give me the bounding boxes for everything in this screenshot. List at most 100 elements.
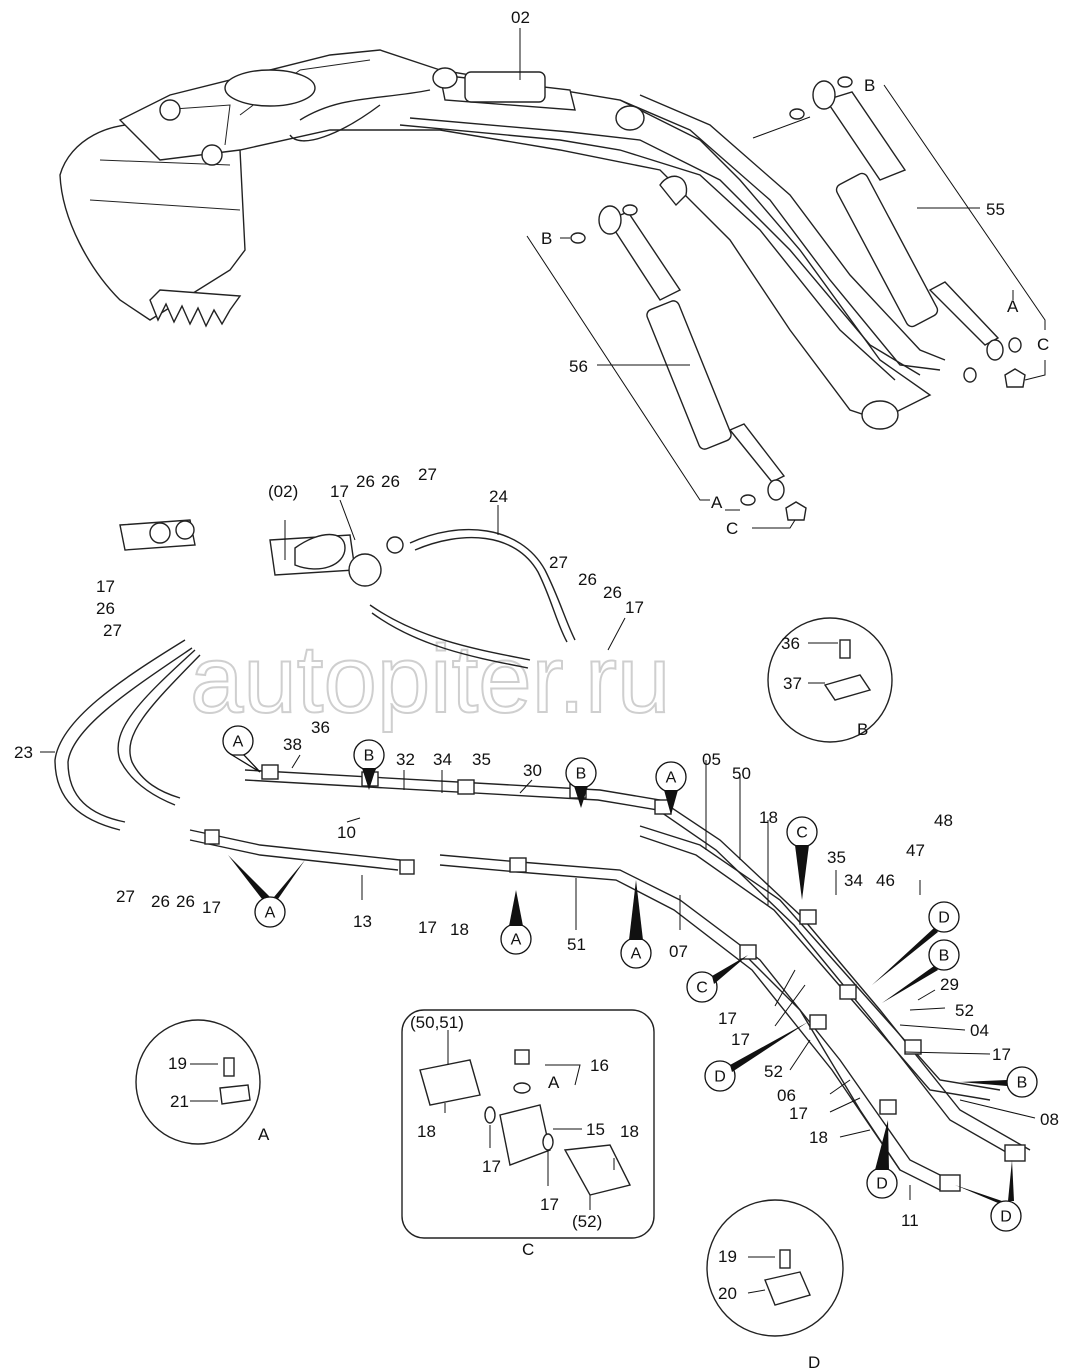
label-17-a: 17 xyxy=(330,482,349,501)
label-a-c: A xyxy=(548,1073,560,1092)
label-c-2: C xyxy=(726,519,738,538)
label-26-c: 26 xyxy=(578,570,597,589)
label-08: 08 xyxy=(1040,1110,1059,1129)
callout-a-3: A xyxy=(228,855,305,928)
label-52-b: 52 xyxy=(764,1062,783,1081)
callout-b-1: B xyxy=(353,739,385,790)
label-02: 02 xyxy=(511,8,530,27)
label-16: 16 xyxy=(590,1056,609,1075)
leader-lines-lower xyxy=(40,499,1036,1294)
label-17-h: 17 xyxy=(731,1030,750,1049)
callout-a-4: A xyxy=(500,890,532,955)
label-a-2: A xyxy=(711,493,723,512)
label-32: 32 xyxy=(396,750,415,769)
svg-text:A: A xyxy=(265,905,276,922)
label-17-g: 17 xyxy=(718,1009,737,1028)
label-35-a: 35 xyxy=(472,750,491,769)
callout-c-1: C xyxy=(786,816,818,900)
label-26-e: 26 xyxy=(96,599,115,618)
label-20: 20 xyxy=(718,1284,737,1303)
detail-d: D xyxy=(706,1199,844,1368)
label-35-b: 35 xyxy=(827,848,846,867)
svg-text:A: A xyxy=(233,734,244,751)
label-27-a: 27 xyxy=(418,465,437,484)
label-10: 10 xyxy=(337,823,356,842)
label-06: 06 xyxy=(777,1086,796,1105)
label-17-c: 17 xyxy=(96,577,115,596)
svg-text:B: B xyxy=(576,766,587,783)
svg-text:C: C xyxy=(796,825,808,842)
label-38: 38 xyxy=(283,735,302,754)
label-34-a: 34 xyxy=(433,750,452,769)
callout-c-2: C xyxy=(686,955,748,1003)
label-02-paren: (02) xyxy=(268,482,298,501)
label-17-d: 17 xyxy=(202,898,221,917)
label-18-c: 18 xyxy=(809,1128,828,1147)
detail-b: B xyxy=(767,617,893,743)
detail-a: A xyxy=(135,1019,270,1145)
label-55: 55 xyxy=(986,200,1005,219)
callout-a-5: A xyxy=(620,880,652,969)
callout-b-3: B xyxy=(882,939,960,1003)
label-47: 47 xyxy=(906,841,925,860)
label-36-b: 36 xyxy=(781,634,800,653)
label-18-a: 18 xyxy=(759,808,778,827)
label-27-b: 27 xyxy=(549,553,568,572)
label-21: 21 xyxy=(170,1092,189,1111)
label-50-51: (50,51) xyxy=(410,1013,464,1032)
detail-d-title: D xyxy=(808,1353,820,1368)
label-52-a: 52 xyxy=(955,1001,974,1020)
bucket-arm-assembly xyxy=(59,49,946,430)
svg-text:B: B xyxy=(939,948,950,965)
svg-text:D: D xyxy=(938,910,950,927)
hose-line-assembly xyxy=(54,519,1031,1192)
detail-c: C xyxy=(401,1009,655,1259)
label-18-b: 18 xyxy=(450,920,469,939)
label-13: 13 xyxy=(353,912,372,931)
label-51: 51 xyxy=(567,935,586,954)
label-36-a: 36 xyxy=(311,718,330,737)
label-26-a: 26 xyxy=(356,472,375,491)
label-34-b: 34 xyxy=(844,871,863,890)
cylinder-55 xyxy=(812,80,1004,361)
label-15: 15 xyxy=(586,1120,605,1139)
callout-a-1: A xyxy=(222,725,261,773)
label-26-d: 26 xyxy=(603,583,622,602)
label-24: 24 xyxy=(489,487,508,506)
label-27-c: 27 xyxy=(103,621,122,640)
label-11: 11 xyxy=(901,1211,919,1230)
label-17-i: 17 xyxy=(789,1104,808,1123)
label-27-d: 27 xyxy=(116,887,135,906)
label-26-f: 26 xyxy=(151,892,170,911)
label-29: 29 xyxy=(940,975,959,994)
label-b-2: B xyxy=(541,229,552,248)
label-19-a: 19 xyxy=(168,1054,187,1073)
detail-a-title: A xyxy=(258,1125,270,1144)
callout-a-2: A xyxy=(655,761,687,815)
callout-d-3: D xyxy=(866,1120,898,1199)
label-a-1: A xyxy=(1007,297,1019,316)
label-17-e: 17 xyxy=(418,918,437,937)
cylinder-56 xyxy=(570,76,1026,521)
leader-lines-top xyxy=(519,28,1046,529)
label-52-paren: (52) xyxy=(572,1212,602,1231)
label-26-g: 26 xyxy=(176,892,195,911)
svg-text:C: C xyxy=(696,980,708,997)
svg-text:A: A xyxy=(511,932,522,949)
callout-d-4: D xyxy=(955,1160,1022,1232)
svg-text:D: D xyxy=(876,1176,888,1193)
svg-text:B: B xyxy=(1017,1075,1028,1092)
svg-text:D: D xyxy=(714,1069,726,1086)
callout-b-4: B xyxy=(960,1066,1038,1098)
label-18-e: 18 xyxy=(620,1122,639,1141)
label-48: 48 xyxy=(934,811,953,830)
callout-d-1: D xyxy=(872,901,960,985)
label-b-1: B xyxy=(864,76,875,95)
label-17-f: 17 xyxy=(992,1045,1011,1064)
svg-text:B: B xyxy=(364,748,375,765)
label-37: 37 xyxy=(783,674,802,693)
part-labels: 02 55 56 B B A C A C (02) 17 26 26 27 24… xyxy=(14,8,1059,1303)
svg-text:A: A xyxy=(631,946,642,963)
label-46: 46 xyxy=(876,871,895,890)
